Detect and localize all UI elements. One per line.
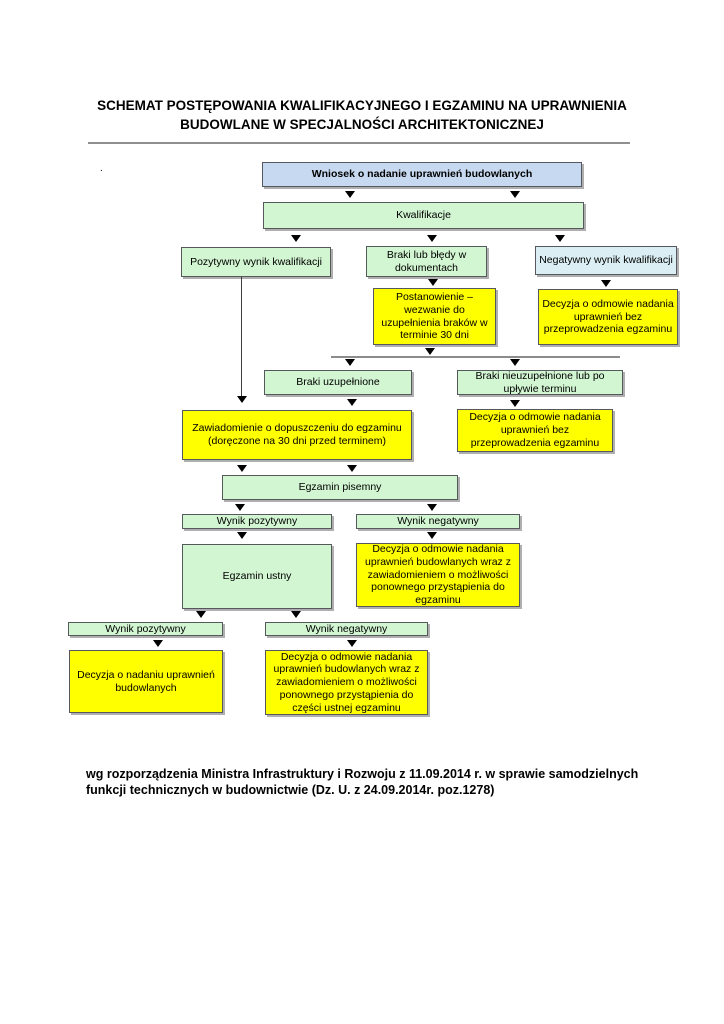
node-wynik-pozytywny-ustny: Wynik pozytywny <box>68 622 223 636</box>
connector-line-pozytywny-to-zawiadomienie <box>241 277 242 397</box>
arrow-down-icon <box>427 532 437 539</box>
arrow-down-icon <box>237 465 247 472</box>
node-postanowienie: Postanowienie – wezwanie do uzupełnienia… <box>373 288 496 345</box>
arrow-down-icon <box>555 235 565 242</box>
footer-legal-note: wg rozporządzenia Ministra Infrastruktur… <box>86 767 639 797</box>
node-decyzja-nadanie-uprawnien: Decyzja o nadaniu uprawnień budowlanych <box>69 650 223 713</box>
node-egzamin-ustny: Egzamin ustny <box>182 544 332 609</box>
arrow-down-icon <box>347 640 357 647</box>
arrow-down-icon <box>196 611 206 618</box>
arrow-down-icon <box>291 235 301 242</box>
arrow-down-icon <box>510 191 520 198</box>
node-negatywny-wynik-kwalifikacji: Negatywny wynik kwalifikacji <box>535 246 677 275</box>
node-decyzja-odmowa-bez-egzaminu-1: Decyzja o odmowie nadania uprawnień bez … <box>538 289 678 345</box>
arrow-down-icon <box>427 235 437 242</box>
arrow-down-icon <box>153 640 163 647</box>
node-egzamin-pisemny: Egzamin pisemny <box>222 475 458 500</box>
arrow-down-icon <box>427 504 437 511</box>
arrow-down-icon <box>237 532 247 539</box>
node-zawiadomienie: Zawiadomienie o dopuszczeniu do egzaminu… <box>182 410 412 460</box>
arrow-down-icon <box>347 399 357 406</box>
arrow-down-icon <box>347 465 357 472</box>
arrow-down-icon <box>237 396 247 403</box>
arrow-down-icon <box>510 359 520 366</box>
node-braki-nieuzupelnione: Braki nieuzupełnione lub po upływie term… <box>457 370 623 395</box>
arrow-down-icon <box>345 191 355 198</box>
node-wniosek: Wniosek o nadanie uprawnień budowlanych <box>262 162 582 187</box>
node-braki-lub-bledy: Braki lub błędy w dokumentach <box>366 246 487 277</box>
arrow-down-icon <box>235 504 245 511</box>
stray-dot: . <box>100 163 103 174</box>
node-wynik-pozytywny-pisemny: Wynik pozytywny <box>182 514 332 529</box>
arrow-down-icon <box>345 359 355 366</box>
arrow-down-icon <box>601 280 611 287</box>
node-wynik-negatywny-pisemny: Wynik negatywny <box>356 514 520 529</box>
node-decyzja-odmowa-czesc-ustna: Decyzja o odmowie nadania uprawnień budo… <box>265 650 428 715</box>
arrow-down-icon <box>428 279 438 286</box>
page-title: SCHEMAT POSTĘPOWANIA KWALIFIKACYJNEGO I … <box>97 98 627 132</box>
connector-line-braki-split <box>331 356 620 358</box>
node-braki-uzupelnione: Braki uzupełnione <box>264 370 412 395</box>
node-decyzja-odmowa-ponowny-egzamin: Decyzja o odmowie nadania uprawnień budo… <box>356 543 520 607</box>
node-decyzja-odmowa-bez-egzaminu-2: Decyzja o odmowie nadania uprawnień bez … <box>457 409 613 452</box>
node-kwalifikacje: Kwalifikacje <box>263 202 584 229</box>
arrow-down-icon <box>291 611 301 618</box>
node-pozytywny-wynik-kwalifikacji: Pozytywny wynik kwalifikacji <box>181 247 331 277</box>
node-wynik-negatywny-ustny: Wynik negatywny <box>265 622 428 636</box>
arrow-down-icon <box>510 400 520 407</box>
title-underline <box>88 142 630 144</box>
arrow-down-icon <box>425 348 435 355</box>
